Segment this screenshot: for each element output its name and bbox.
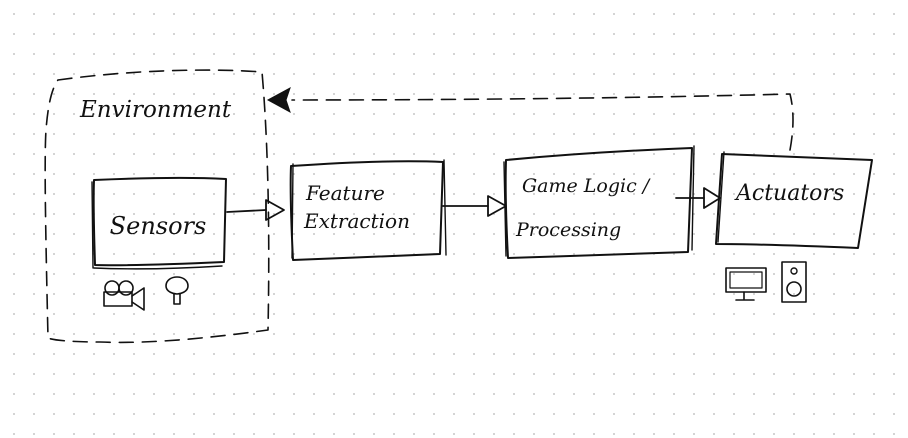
feedback-dashed-arrow [291,93,794,151]
arrowhead-sensors-to-feature [265,199,285,221]
actuators-box: Actuators [715,151,873,249]
sensors-box: Sensors [91,176,227,270]
game-logic-label-line1: Game Logic / [522,175,651,197]
game-logic-label-line2: Processing [515,219,621,241]
environment-dashed-boundary [44,69,270,344]
arrow-sensors-to-feature [226,209,267,213]
feature-extraction-box: Feature Extraction [289,159,447,261]
feedback-arrowhead [266,86,291,114]
camera-icon [103,280,145,311]
environment-region: Environment [44,69,270,344]
environment-label: Environment [79,97,232,123]
arrowhead-logic-to-actuators [703,187,721,209]
game-logic-box: Game Logic / Processing [503,145,695,259]
feature-label-line1: Feature [305,181,385,205]
arrowhead-feature-to-logic [487,195,507,217]
feature-label-line2: Extraction [303,209,410,233]
actuators-label: Actuators [734,181,844,206]
microphone-icon [165,276,189,305]
speaker-icon [781,261,807,303]
monitor-icon [725,267,767,301]
sensors-label: Sensors [110,212,207,240]
